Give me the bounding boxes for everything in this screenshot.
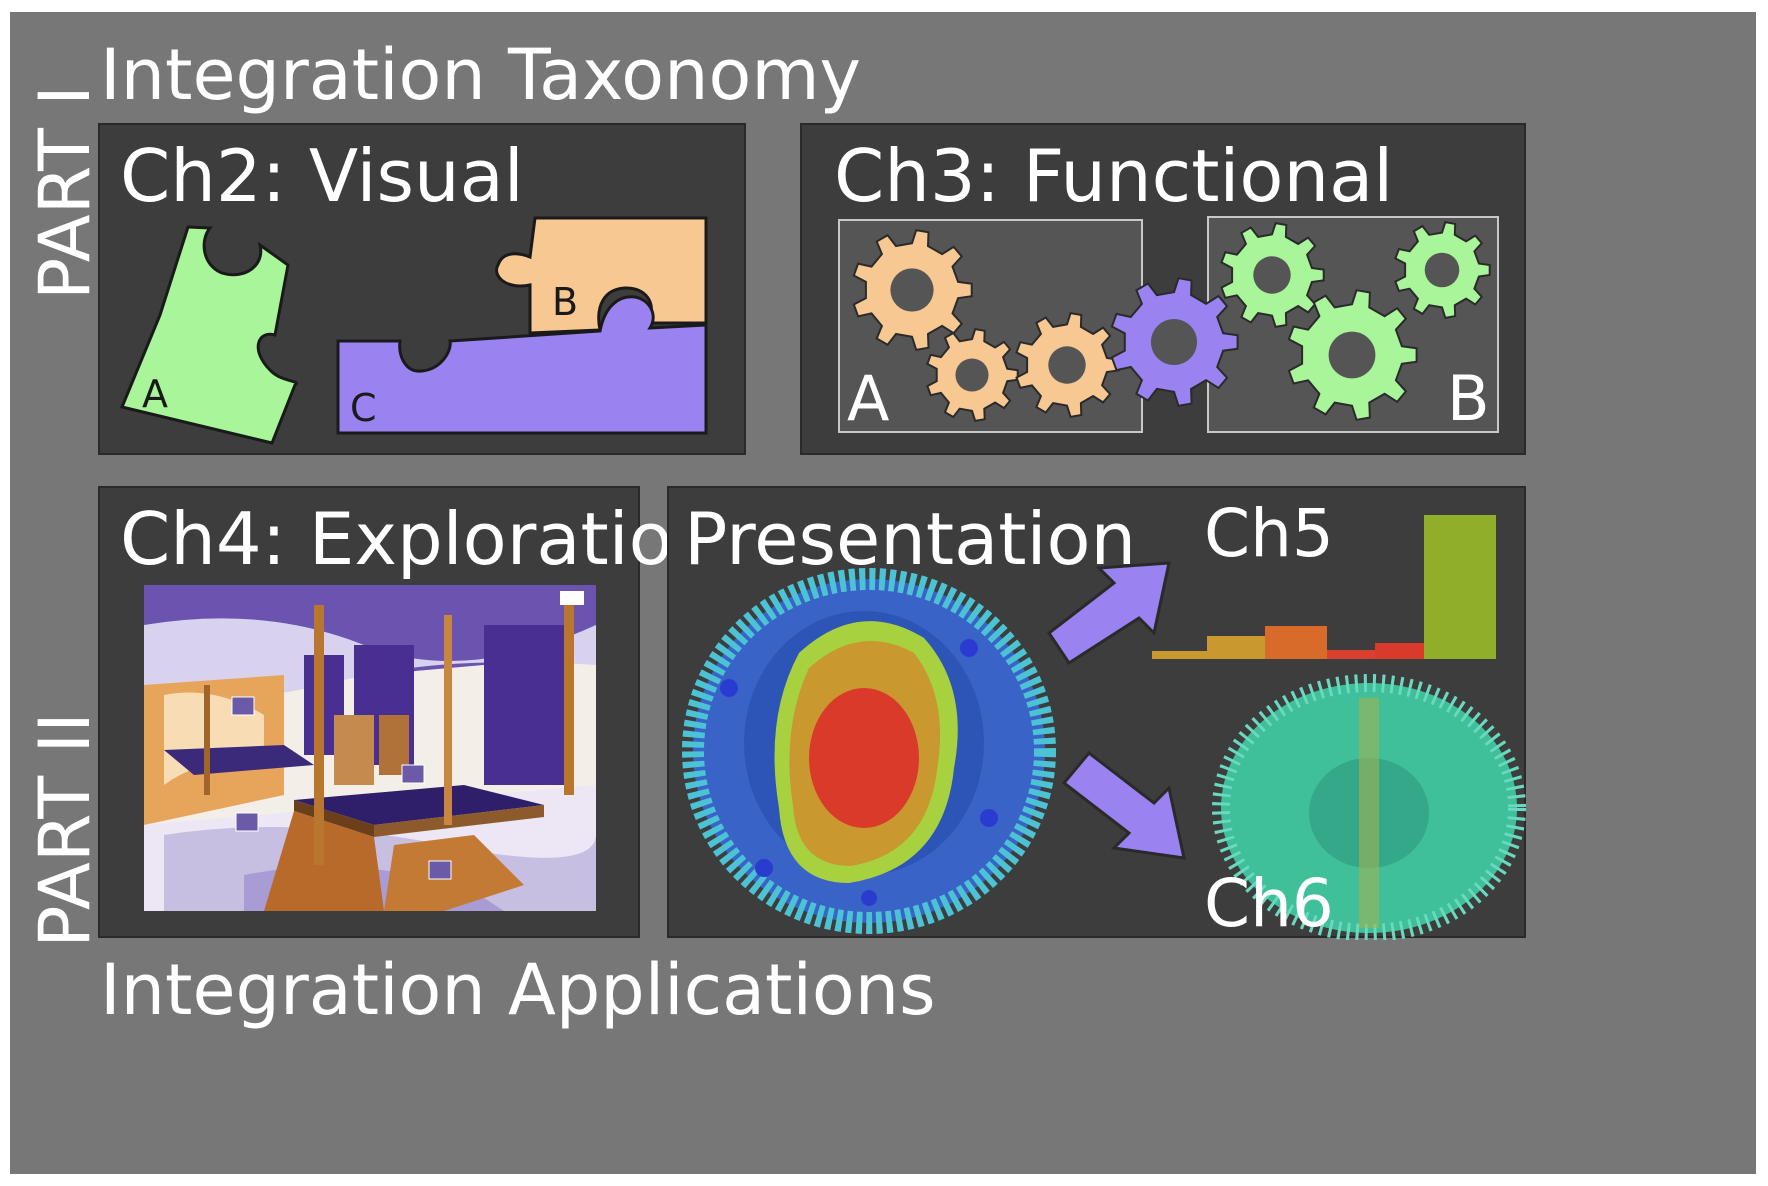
- functional-panel-title: Ch3: Functional: [834, 134, 1394, 218]
- puzzle-piece-a: [119, 225, 298, 445]
- piece-b-label: B: [552, 280, 578, 324]
- piece-c-label: C: [350, 386, 377, 430]
- system-a-label: A: [847, 362, 889, 435]
- arrow-to-ch6: [1061, 750, 1186, 860]
- puzzle-piece-b: [495, 216, 708, 335]
- bar-6: [1424, 515, 1496, 659]
- puzzle-piece-c: [336, 295, 708, 435]
- arrow-to-ch5: [1046, 561, 1171, 666]
- presentation-panel-title: Presentation: [684, 497, 1137, 581]
- presentation-panel: Presentation Ch5 Ch6: [667, 486, 1526, 940]
- piece-a-label: A: [142, 372, 168, 416]
- bar-5: [1375, 643, 1437, 659]
- room-rendering: [144, 585, 596, 911]
- ch5-label: Ch5: [1204, 495, 1334, 572]
- visual-panel: Ch2: Visual A B C: [98, 123, 746, 455]
- puzzle-illustration: A B C: [119, 216, 708, 445]
- visual-panel-title: Ch2: Visual: [120, 134, 524, 218]
- ch6-label: Ch6: [1204, 865, 1334, 940]
- exploration-panel-title: Ch4: Exploration: [120, 497, 719, 581]
- bottom-title: Integration Applications: [100, 949, 936, 1031]
- bar-2: [1207, 636, 1265, 659]
- bar-1: [1152, 651, 1207, 659]
- gear-a2-hole: [955, 358, 989, 392]
- system-b-label: B: [1447, 362, 1490, 435]
- gear-b2-hole: [1328, 331, 1376, 379]
- gear-a3-hole: [1048, 346, 1086, 384]
- bar-4: [1327, 650, 1375, 659]
- top-title: Integration Taxonomy: [100, 34, 861, 116]
- exploration-panel: Ch4: Exploration: [98, 486, 718, 938]
- gear-a1-hole: [890, 268, 934, 312]
- gear-connector-hole: [1150, 318, 1198, 366]
- part-two-label: PART II: [24, 712, 106, 948]
- presentation-illustration: Ch5 Ch6: [682, 495, 1526, 940]
- gear-b1-hole: [1253, 256, 1291, 294]
- gear-b3-hole: [1424, 252, 1460, 288]
- bar-3: [1265, 626, 1327, 659]
- part-one-label: PART I: [24, 85, 106, 300]
